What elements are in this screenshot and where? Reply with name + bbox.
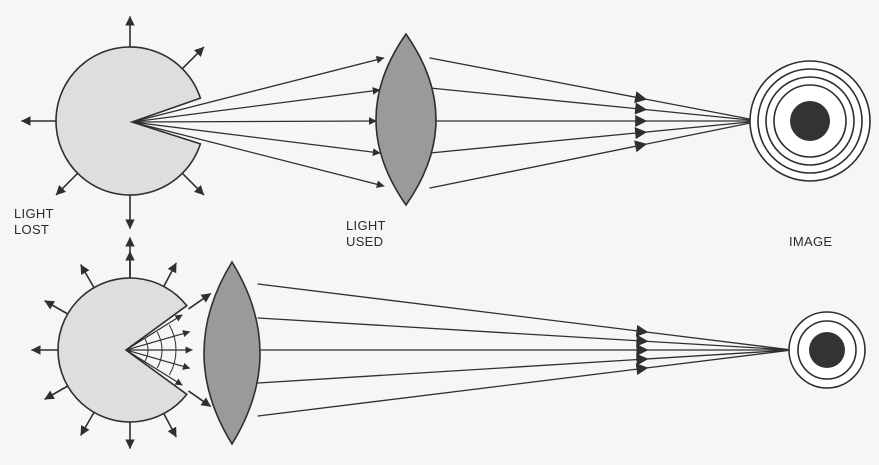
outgoing-ray-top (430, 88, 760, 121)
light-used-label-line-2: USED (346, 234, 386, 250)
lost-light-arrow-bottom (81, 265, 94, 288)
lost-light-arrow-bottom (189, 391, 210, 406)
lost-light-arrow-bottom (189, 294, 210, 309)
lost-light-arrow-top (182, 173, 203, 194)
ray-direction-arrow-top (634, 91, 647, 103)
outgoing-ray-top (430, 121, 760, 188)
image-spot-bottom (809, 332, 845, 368)
ray-direction-arrow-bottom (636, 354, 648, 366)
lost-light-arrow-top (182, 47, 203, 68)
lens-top (376, 34, 436, 205)
light-lost-label-line-2: LOST (14, 222, 54, 238)
outgoing-ray-bottom (258, 284, 792, 350)
image-label: IMAGE (789, 234, 832, 250)
lost-light-arrow-bottom (81, 412, 94, 435)
ray-direction-arrow-bottom (636, 325, 649, 337)
outgoing-ray-top (430, 121, 760, 153)
lost-light-arrow-bottom (45, 386, 68, 399)
light-lost-label-line-1: LIGHT (14, 206, 54, 222)
light-used-label: LIGHT USED (346, 218, 386, 250)
lost-light-arrow-bottom (164, 414, 176, 437)
ray-direction-arrow-top (635, 103, 648, 115)
outgoing-ray-bottom (258, 318, 792, 350)
lost-light-arrow-bottom (164, 263, 176, 286)
ray-direction-arrow-top (635, 115, 647, 127)
incoming-ray-top (132, 121, 376, 122)
image-spot-top (790, 101, 830, 141)
light-lost-label: LIGHT LOST (14, 206, 54, 238)
lens-bottom (204, 262, 260, 444)
outgoing-ray-bottom (258, 350, 792, 416)
ray-direction-arrow-bottom (636, 344, 648, 356)
outgoing-ray-bottom (258, 350, 792, 383)
light-used-label-line-1: LIGHT (346, 218, 386, 234)
outgoing-ray-top (430, 58, 760, 121)
ray-direction-arrow-bottom (636, 363, 649, 375)
ray-direction-arrow-top (634, 140, 647, 152)
lost-light-arrow-top (56, 173, 77, 194)
ray-direction-arrow-top (635, 127, 648, 139)
lost-light-arrow-bottom (45, 301, 68, 314)
